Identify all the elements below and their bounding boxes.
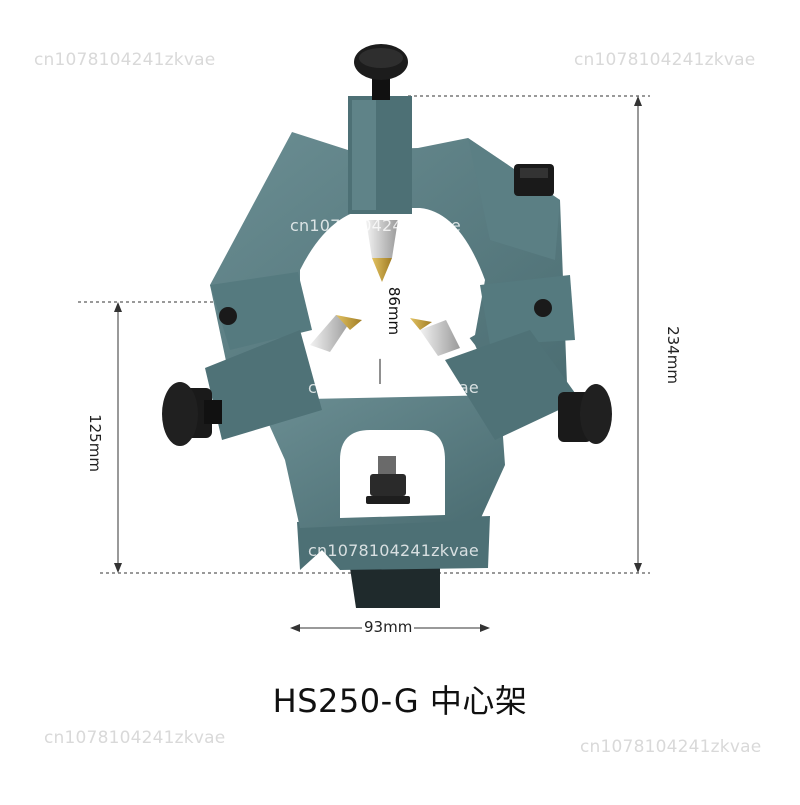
knob-top-icon (354, 44, 408, 100)
dimension-base-width: 93mm (362, 618, 415, 636)
product-title: HS250-G 中心架 (272, 682, 528, 720)
dimension-lower-height: 125mm (85, 414, 104, 472)
dimension-lines (78, 95, 650, 632)
steady-rest-body (205, 96, 580, 608)
knob-left-icon (162, 382, 222, 446)
knob-right-icon (558, 384, 612, 444)
dimension-overall-height: 234mm (663, 326, 682, 384)
dimension-bore-center: 86mm (385, 286, 404, 336)
knob-right-top-icon (514, 164, 554, 196)
